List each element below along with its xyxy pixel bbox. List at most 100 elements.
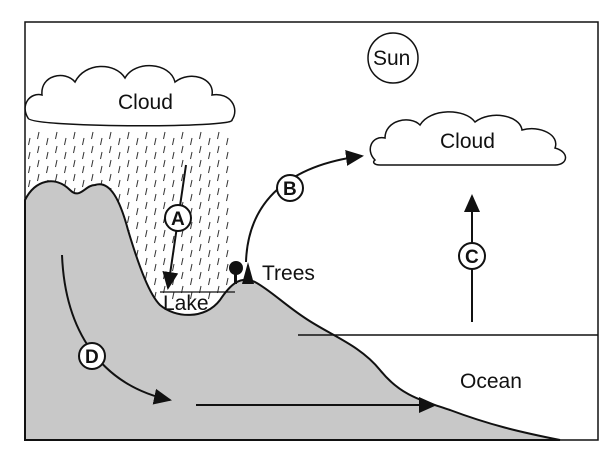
raindrop bbox=[208, 277, 211, 286]
raindrop bbox=[91, 173, 94, 182]
raindrop bbox=[208, 263, 211, 272]
raindrop bbox=[199, 187, 202, 196]
raindrop bbox=[217, 201, 220, 210]
raindrop bbox=[145, 187, 148, 196]
raindrop bbox=[55, 173, 58, 182]
raindrop bbox=[181, 243, 184, 252]
raindrop bbox=[163, 257, 166, 266]
cloud-right bbox=[369, 111, 567, 166]
raindrop bbox=[37, 145, 40, 154]
label-c: C bbox=[458, 242, 486, 270]
raindrop bbox=[73, 173, 76, 182]
raindrop bbox=[136, 193, 139, 202]
raindrop bbox=[136, 165, 139, 174]
raindrop bbox=[163, 243, 166, 252]
raindrop bbox=[145, 145, 148, 154]
raindrop bbox=[163, 131, 166, 140]
raindrop bbox=[172, 151, 175, 160]
raindrop bbox=[154, 221, 157, 230]
raindrop bbox=[208, 179, 211, 188]
raindrop bbox=[145, 159, 148, 168]
raindrop bbox=[199, 215, 202, 224]
raindrop bbox=[154, 151, 157, 160]
raindrop bbox=[127, 201, 130, 210]
lake-label: Lake bbox=[163, 292, 209, 315]
raindrop bbox=[226, 207, 229, 216]
raindrop bbox=[190, 179, 193, 188]
land bbox=[24, 180, 561, 441]
raindrop bbox=[136, 207, 139, 216]
raindrop bbox=[199, 257, 202, 266]
raindrop bbox=[190, 151, 193, 160]
raindrop bbox=[226, 193, 229, 202]
raindrop bbox=[181, 131, 184, 140]
cloud-right-label: Cloud bbox=[440, 130, 495, 153]
raindrop bbox=[82, 137, 85, 146]
raindrop bbox=[181, 257, 184, 266]
raindrop bbox=[181, 159, 184, 168]
raindrop bbox=[145, 173, 148, 182]
raindrop bbox=[37, 131, 40, 140]
raindrop bbox=[154, 277, 157, 286]
raindrop bbox=[82, 165, 85, 174]
raindrop bbox=[190, 165, 193, 174]
raindrop bbox=[82, 151, 85, 160]
raindrop bbox=[208, 207, 211, 216]
raindrop bbox=[136, 137, 139, 146]
raindrop bbox=[109, 173, 112, 182]
raindrop bbox=[199, 131, 202, 140]
raindrop bbox=[217, 257, 220, 266]
raindrop bbox=[55, 145, 58, 154]
raindrop bbox=[154, 263, 157, 272]
raindrop bbox=[217, 215, 220, 224]
raindrop bbox=[217, 187, 220, 196]
raindrop bbox=[28, 179, 31, 188]
raindrop bbox=[190, 263, 193, 272]
cloud-left-label: Cloud bbox=[118, 91, 173, 114]
raindrop bbox=[199, 201, 202, 210]
raindrop bbox=[190, 291, 193, 300]
raindrop bbox=[199, 159, 202, 168]
raindrop bbox=[127, 215, 130, 224]
raindrop bbox=[226, 277, 229, 286]
raindrop bbox=[208, 249, 211, 258]
raindrop bbox=[118, 165, 121, 174]
raindrop bbox=[163, 173, 166, 182]
svg-text:D: D bbox=[85, 347, 99, 368]
raindrop bbox=[127, 173, 130, 182]
raindrop bbox=[190, 249, 193, 258]
svg-text:A: A bbox=[171, 209, 185, 230]
raindrop bbox=[190, 235, 193, 244]
raindrop bbox=[136, 151, 139, 160]
raindrop bbox=[217, 243, 220, 252]
svg-text:B: B bbox=[283, 179, 297, 200]
raindrop bbox=[46, 165, 49, 174]
raindrop bbox=[172, 179, 175, 188]
raindrop bbox=[127, 145, 130, 154]
raindrop bbox=[55, 159, 58, 168]
raindrop bbox=[145, 201, 148, 210]
raindrop bbox=[64, 165, 67, 174]
raindrop bbox=[163, 159, 166, 168]
raindrop bbox=[28, 165, 31, 174]
raindrop bbox=[100, 165, 103, 174]
raindrop bbox=[154, 249, 157, 258]
raindrop bbox=[172, 137, 175, 146]
raindrop bbox=[217, 229, 220, 238]
raindrop bbox=[28, 137, 31, 146]
ocean-label: Ocean bbox=[460, 370, 522, 393]
raindrop bbox=[100, 137, 103, 146]
trees-icon bbox=[229, 261, 254, 284]
raindrop bbox=[91, 131, 94, 140]
raindrop bbox=[163, 201, 166, 210]
raindrop bbox=[208, 151, 211, 160]
raindrop bbox=[226, 151, 229, 160]
raindrop bbox=[118, 179, 121, 188]
raindrop bbox=[163, 229, 166, 238]
raindrop bbox=[118, 151, 121, 160]
raindrop bbox=[28, 151, 31, 160]
raindrop bbox=[208, 165, 211, 174]
raindrop bbox=[181, 145, 184, 154]
raindrop bbox=[208, 221, 211, 230]
raindrop bbox=[145, 131, 148, 140]
